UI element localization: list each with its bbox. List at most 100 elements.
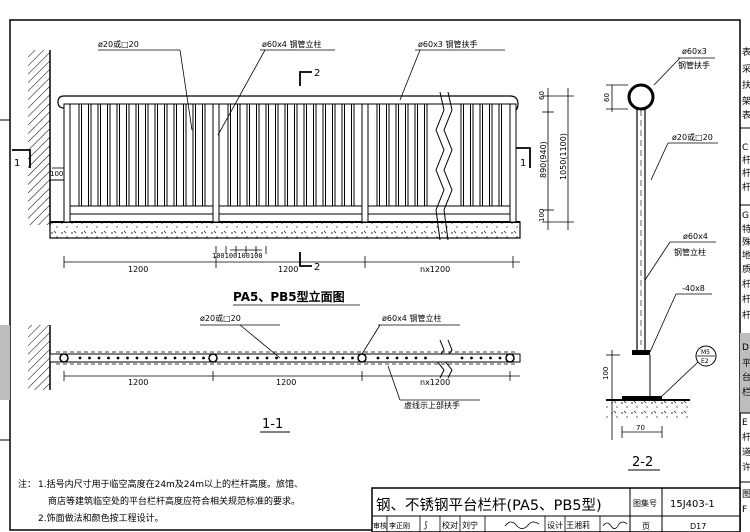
plan-baluster-dot [479,356,483,360]
plan-view: ø20或□20 ø60x4 钢管立柱 1200 1200 nx1200 虚线示上… [28,313,521,433]
plan-baluster-dot [192,356,196,360]
plan-baluster-dot [227,356,231,360]
title-block: 钢、不锈钢平台栏杆(PA5、PB5型) 图集号 15J403-1 审核 李正刚 … [371,487,741,532]
side-column-cell: C [742,143,748,153]
page-label: 页 [642,522,650,531]
side-column-cell: 杆 [742,309,750,321]
plan-baluster-dot [97,356,101,360]
notes-line2: 商店等建筑临空处的平台栏杆高度应符合相关规范标准的要求。 [48,495,300,507]
plan-baluster-dot [284,356,288,360]
side-column-cell: 杆 [742,431,750,443]
side-column-cell: 扶 [742,79,750,91]
post [361,103,369,223]
side-column-cell: F [742,505,747,515]
plan-baluster-dot [489,356,492,360]
plan-baluster-dot [294,356,297,360]
side-column-cell: 特 [742,223,750,235]
title-block-title: 钢、不锈钢平台栏杆(PA5、PB5型) [376,497,602,514]
s22-dim-60: 60 [603,93,611,102]
handrail [57,95,519,113]
plan-baluster-dot [183,356,186,360]
side-column-cell: 道 [742,446,750,458]
section-mark-top-label: 2 [314,68,320,79]
atlas-label: 图集号 [633,498,657,508]
plan-baluster-dot [145,356,148,360]
section-slab [606,400,690,420]
section-mark-bottom-label: 2 [314,262,320,273]
side-column-cell: 质 [742,263,750,275]
s22-handrail: 钢管扶手 [678,60,710,70]
callout-top: M5 [701,349,710,356]
handrail-section [627,83,655,111]
plan-baluster-dot [88,356,91,360]
plan-baluster-dot [275,356,278,360]
section-mark-right [516,147,531,168]
side-column-cell: 杆 [742,293,750,305]
section-mark-bottom [299,252,312,267]
side-column-cell: 台 [742,371,750,383]
notes-line3: 2.饰面做法和颜色按工程设计。 [38,512,164,524]
side-column-cell: 杆 [742,167,750,179]
side-column-cell: 表 [742,46,750,58]
plan-baluster-dot [265,356,269,360]
dim-nx1200: nx1200 [420,265,450,274]
s22-dim-100: 100 [602,367,610,380]
review-signature: ⟆ [423,521,428,531]
plan-baluster-dot [460,356,464,360]
post [509,103,517,223]
bottom-rail [63,205,511,215]
side-column-cell: 栏 [742,386,750,398]
section-mark-left-label: 1 [14,158,20,169]
plan-dim-1200-b: 1200 [276,378,296,387]
dim-100-left: 100 [50,170,63,178]
dim-spacing: 100100100100 [212,252,263,260]
s22-pipe20: ø20或□20 [672,132,713,142]
dim-60-elev: 60 [538,91,546,100]
balusters [78,104,502,206]
plan-dim-1200-a: 1200 [128,378,148,387]
plan-label-dashed: 虚线示上部扶手 [404,400,460,410]
side-column-cell: 表 [742,109,750,121]
design-signature [602,521,628,529]
side-column-cell: 杆 [742,181,750,193]
plan-baluster-dot [414,356,418,360]
plan-label-post: ø60x4 钢管立柱 [382,313,441,323]
dim-1050: 1050(1100) [559,133,568,180]
atlas-no: 15J403-1 [670,499,715,510]
plan-baluster-dot [405,356,408,360]
side-gray-tab [740,333,750,413]
plan-posts [59,353,515,363]
plan-baluster-dot [107,356,110,360]
side-column-cell: G [742,211,749,221]
horizontal-dimensions [63,246,520,268]
side-column-cell: E [742,418,748,428]
slab [49,221,521,239]
s22-plate: -40x8 [682,284,705,293]
s22-dim-70: 70 [636,424,645,432]
elevation-view: ø20或□20 ø60x4 钢管立柱 ø60x3 钢管扶手 2 2 1 1 10… [12,39,574,306]
side-column-cell: 采 [742,64,750,75]
plan-baluster-dot [256,356,259,360]
plan-baluster-dot [395,356,399,360]
s22-post: 钢管立柱 [674,247,706,257]
vertical-dimensions [542,88,574,230]
check-label: 校对 [442,520,458,530]
dim-1200-b: 1200 [278,265,298,274]
label-post: ø60x4 钢管立柱 [262,39,321,49]
notes-line1: 1.括号内尺寸用于临空高度在24m及24m以上的栏杆高度。旅馆、 [38,478,303,490]
page-no: D17 [690,522,706,531]
side-column-cell: 架 [742,96,750,107]
plan-baluster-dot [332,356,335,360]
plan-baluster-dot [202,356,205,360]
plan-title: 1-1 [262,417,283,432]
plan-baluster-dot [470,356,473,360]
side-column-cell: 殊 [742,236,750,248]
section-mark-left [12,149,31,168]
elevation-title: PA5、PB5型立面图 [233,289,345,304]
embed-plate [622,396,662,400]
plan-baluster-dot [351,356,354,360]
plan-baluster-dot [173,356,177,360]
s22-post-size: ø60x4 [683,232,708,241]
